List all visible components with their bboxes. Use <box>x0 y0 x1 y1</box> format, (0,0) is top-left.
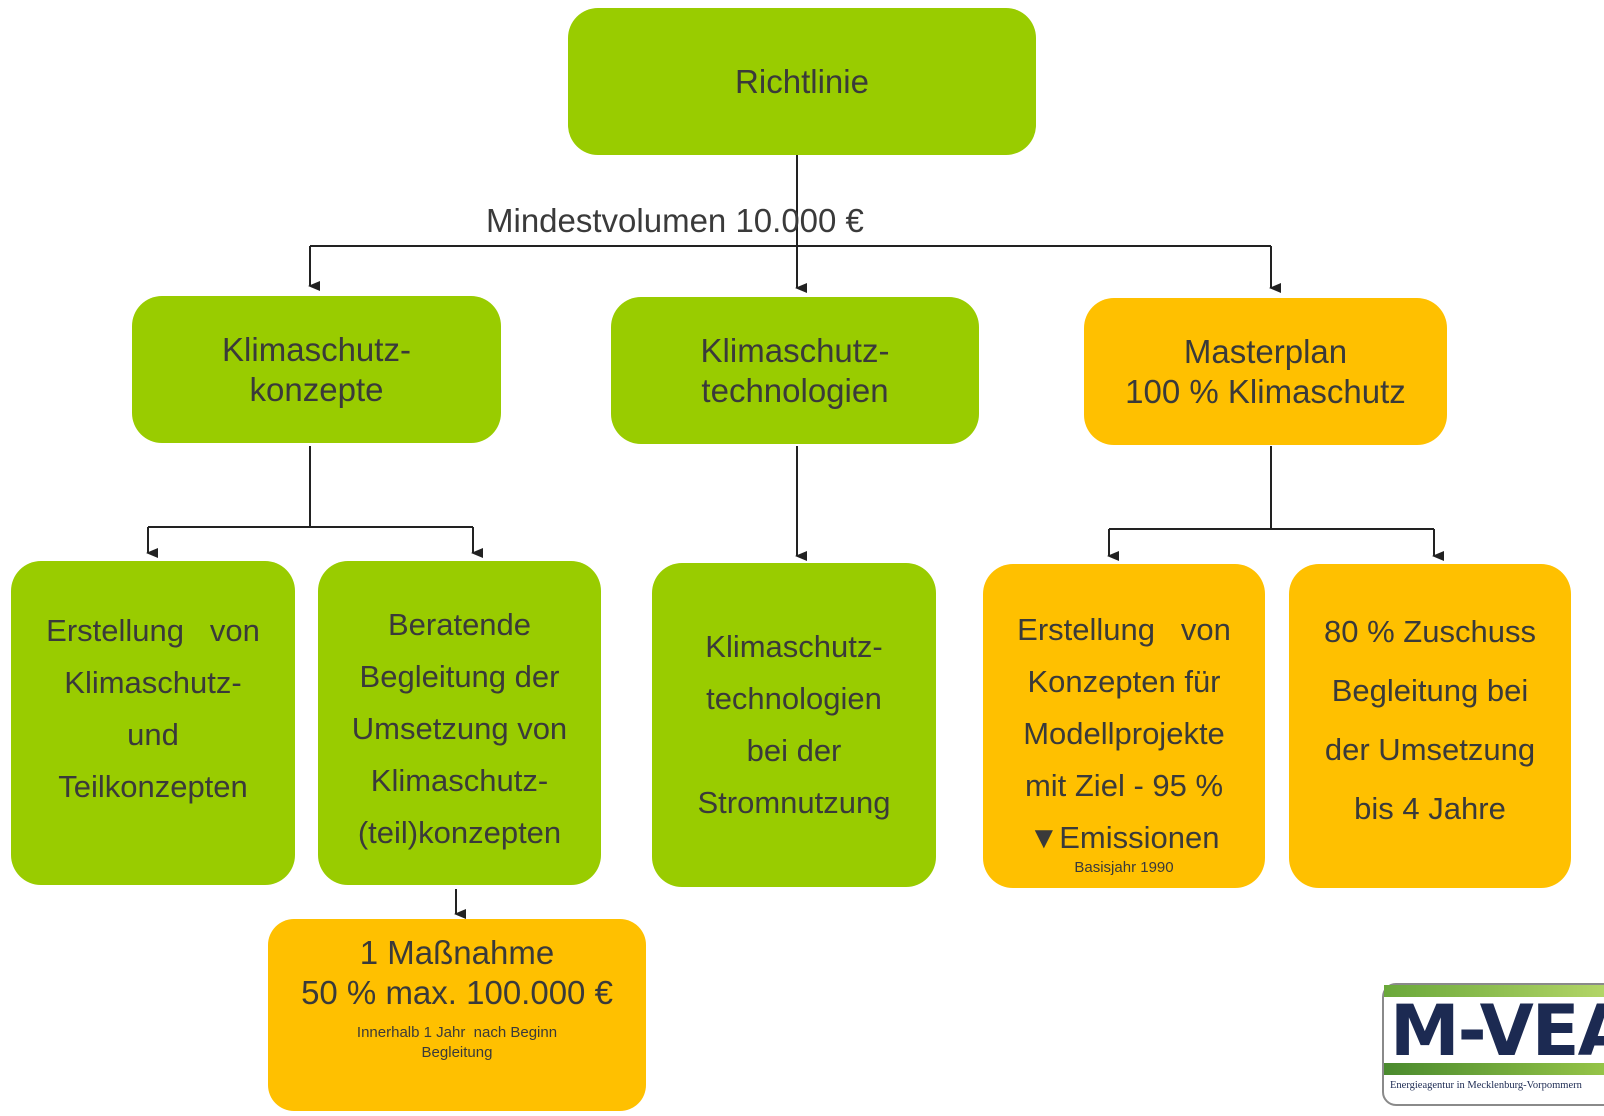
zuschuss-line-3: der Umsetzung <box>1324 732 1536 767</box>
massnahme-line-1: 1 Maßnahme <box>359 934 555 971</box>
zuschuss-line-4: bis 4 Jahre <box>1354 791 1506 826</box>
erstellung-teilkonzepte-line-2: Klimaschutz- <box>64 665 242 700</box>
logo-wordmark: M-VEA <box>1390 990 1604 1072</box>
zuschuss-line-1: 80 % Zuschuss <box>1324 614 1536 649</box>
box-richtlinie: Richtlinie <box>568 8 1036 155</box>
beratende-line-2: Begleitung der <box>359 659 560 694</box>
zuschuss-line-2: Begleitung bei <box>1331 673 1529 708</box>
box-massnahme: 1 Maßnahme 50 % max. 100.000 € Innerhalb… <box>268 919 646 1111</box>
strom-line-3: bei der <box>746 733 842 768</box>
logo-bar-bottom <box>1384 1063 1604 1075</box>
logo-subtitle: Energieagentur in Mecklenburg-Vorpommern <box>1390 1080 1582 1091</box>
beratende-line-3: Umsetzung von <box>351 711 568 746</box>
beratende-line-1: Beratende <box>387 607 532 642</box>
box-technologien-strom: Klimaschutz- technologien bei der Stromn… <box>652 563 936 887</box>
klimaschutztechnologien-line-1: Klimaschutz- <box>700 331 890 369</box>
modellprojekte-line-4: mit Ziel - 95 % <box>1024 768 1224 803</box>
massnahme-line-2: 50 % max. 100.000 € <box>301 974 613 1011</box>
masterplan-line-1: Masterplan <box>1183 332 1348 370</box>
logo-bar-top <box>1384 985 1604 997</box>
modellprojekte-line-3: Modellprojekte <box>1023 716 1225 751</box>
basisjahr-label: Basisjahr 1990 <box>1074 859 1174 876</box>
mindestvolumen-label: Mindestvolumen 10.000 € <box>486 202 864 239</box>
box-beratende-begleitung: Beratende Begleitung der Umsetzung von K… <box>318 561 601 885</box>
box-masterplan: Masterplan 100 % Klimaschutz <box>1084 298 1447 445</box>
erstellung-teilkonzepte-line-4: Teilkonzepten <box>58 769 248 804</box>
erstellung-teilkonzepte-line-3: und <box>127 717 179 752</box>
strom-line-1: Klimaschutz- <box>705 629 883 664</box>
beratende-line-4: Klimaschutz- <box>370 763 549 798</box>
richtlinie-label: Richtlinie <box>735 62 869 100</box>
modellprojekte-line-5: ▼Emissionen <box>1028 820 1220 855</box>
logo-frame <box>1382 983 1604 1106</box>
strom-line-4: Stromnutzung <box>697 785 891 820</box>
modellprojekte-line-1: Erstellung von <box>1017 612 1231 647</box>
massnahme-note-line-1: Innerhalb 1 Jahr nach Beginn <box>356 1024 558 1041</box>
box-zuschuss: 80 % Zuschuss Begleitung bei der Umsetzu… <box>1289 564 1571 888</box>
strom-line-2: technologien <box>706 681 882 716</box>
box-erstellung-modellprojekte: Erstellung von Konzepten für Modellproje… <box>983 564 1265 888</box>
erstellung-teilkonzepte-line-1: Erstellung von <box>46 613 260 648</box>
klimaschutztechnologien-line-2: technologien <box>701 371 889 409</box>
klimaschutzkonzepte-line-2: konzepte <box>249 370 384 408</box>
massnahme-note-line-2: Begleitung <box>421 1044 493 1061</box>
beratende-line-5: (teil)konzepten <box>357 815 562 850</box>
m-vea-logo: M-VEA Energieagentur in Mecklenburg-Vorp… <box>1382 983 1604 1106</box>
modellprojekte-line-2: Konzepten für <box>1027 664 1221 699</box>
masterplan-line-2: 100 % Klimaschutz <box>1125 372 1406 410</box>
box-klimaschutztechnologien: Klimaschutz- technologien <box>611 297 979 444</box>
box-erstellung-teilkonzepte: Erstellung von Klimaschutz- und Teilkonz… <box>11 561 295 885</box>
klimaschutzkonzepte-line-1: Klimaschutz- <box>222 330 411 368</box>
box-klimaschutzkonzepte: Klimaschutz- konzepte <box>132 296 501 443</box>
